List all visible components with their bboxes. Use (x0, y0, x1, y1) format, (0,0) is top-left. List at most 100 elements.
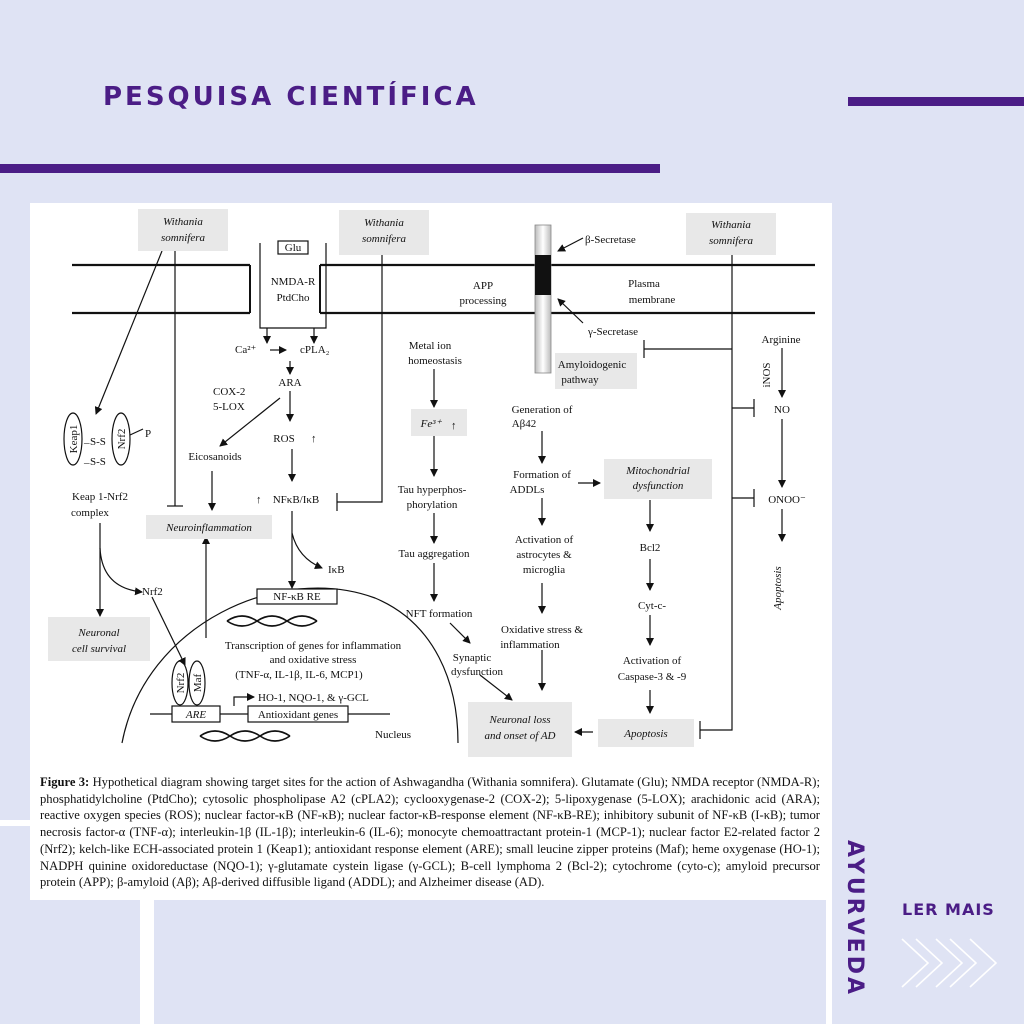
nrf2-nuclear-label: Nrf2 (175, 673, 187, 694)
fe-box (411, 409, 467, 436)
nft-label: NFT formation (406, 608, 473, 620)
ss-bond-label: – (83, 457, 90, 469)
amyloidogenic-label: Amyloidogenic (558, 359, 627, 371)
transcription-label: Transcription of genes for inflammation (225, 640, 402, 652)
maf-label: Maf (192, 674, 204, 693)
mito-box (604, 459, 712, 499)
header-line-left (0, 164, 660, 173)
chevron-triple-right-icon[interactable] (898, 933, 1008, 993)
decor-line (826, 820, 832, 1024)
ptdcho-label: PtdCho (276, 292, 310, 304)
formation-label: ADDLs (510, 484, 545, 496)
app-label: APP (473, 280, 493, 292)
caption-text: Hypothetical diagram showing target site… (40, 775, 820, 890)
withania-box-3 (686, 213, 776, 255)
figure-caption: Figure 3: Hypothetical diagram showing t… (40, 774, 820, 891)
are-label: ARE (185, 709, 206, 721)
plasma-label: Plasma (628, 278, 660, 290)
withania-label: somnifera (362, 233, 407, 245)
fe-label: Fe³⁺ (420, 418, 443, 430)
transcription-label: (TNF-α, IL-1β, IL-6, MCP1) (235, 669, 363, 681)
neuronal-loss-box (468, 702, 572, 757)
app-label: processing (459, 295, 507, 307)
nucleus-label: Nucleus (375, 729, 411, 741)
activation-label: microglia (523, 564, 565, 576)
plasma-label: membrane (629, 294, 676, 306)
page-title: PESQUISA CIENTÍFICA (103, 82, 479, 112)
header-line-right (848, 97, 1024, 106)
withania-label: somnifera (161, 232, 206, 244)
complex-label: complex (71, 507, 109, 519)
tau-aggregation-label: Tau aggregation (398, 548, 470, 560)
withania-label: somnifera (709, 235, 754, 247)
ss-bond-label: S-S (90, 456, 106, 468)
synaptic-label: Synaptic (453, 652, 492, 664)
withania-box-1 (138, 209, 228, 251)
ayurveda-label: AYURVEDA (842, 840, 867, 997)
amyloidogenic-label: pathway (561, 374, 599, 386)
beta-secretase-label: β-Secretase (585, 234, 636, 246)
apoptosis-box (598, 719, 694, 747)
caspase-label: Caspase-3 & -9 (618, 671, 687, 683)
generation-label: Generation of (512, 404, 573, 416)
cpla2-label: cPLA₂ (300, 344, 330, 356)
apoptosis-label: Apoptosis (623, 728, 667, 740)
formation-label: Formation of (513, 469, 571, 481)
tau-label: Tau hyperphos- (398, 484, 467, 496)
pathway-diagram: Withania somnifera Withania somnifera Wi… (48, 209, 815, 757)
neuronal-survival-box (48, 617, 150, 661)
tau-label: phorylation (407, 499, 458, 511)
cox2-label: COX-2 (213, 386, 245, 398)
ikb-label: IκB (328, 564, 345, 576)
amyloidogenic-box (555, 353, 637, 389)
phospho-label: P (145, 428, 151, 440)
neuronal-loss-label: Neuronal loss (488, 714, 550, 726)
ho1-label: HO-1, NQO-1, & γ-GCL (258, 692, 369, 704)
eicosanoids-label: Eicosanoids (188, 451, 241, 463)
neuroinflammation-label: Neuroinflammation (165, 522, 252, 534)
ca-label: Ca²⁺ (235, 344, 257, 356)
neuronal-survival-label: Neuronal (77, 627, 119, 639)
mito-label: Mitochondrial (625, 465, 690, 477)
neuronal-survival-label: cell survival (72, 643, 126, 655)
neuronal-loss-label: and onset of AD (485, 730, 556, 742)
inos-label: iNOS (761, 362, 773, 387)
withania-label: Withania (364, 217, 404, 229)
transcription-label: and oxidative stress (270, 654, 357, 666)
antioxidant-label: Antioxidant genes (258, 709, 338, 721)
nrf2-vertical-label: Nrf2 (116, 429, 128, 450)
bcl2-label: Bcl2 (640, 542, 661, 554)
withania-label: Withania (711, 219, 751, 231)
onoo-label: ONOO⁻ (768, 494, 806, 506)
ros-label: ROS (273, 433, 294, 445)
figure-card: Withania somnifera Withania somnifera Wi… (30, 203, 832, 900)
no-label: NO (774, 404, 790, 416)
generation-label: Aβ42 (512, 418, 537, 430)
activation-label: Activation of (515, 534, 574, 546)
synaptic-label: dysfunction (451, 666, 503, 678)
nfkb-label: NFκB/IκB (273, 494, 320, 506)
nfkb-up-arrow-icon: ↑ (256, 494, 262, 506)
ros-up-arrow-icon: ↑ (311, 433, 317, 445)
decor-line (0, 820, 30, 826)
keap1-label: Keap1 (68, 425, 80, 454)
nmdar-label: NMDA-R (271, 276, 316, 288)
decor-line (140, 899, 154, 1024)
activation-label: astrocytes & (516, 549, 572, 561)
withania-label: Withania (163, 216, 203, 228)
ss-bond-label: – (83, 437, 90, 449)
metal-label: homeostasis (408, 355, 462, 367)
nfkb-re-label: NF-κB RE (273, 591, 321, 603)
nrf2-label: Nrf2 (142, 586, 163, 598)
oxidative-label: Oxidative stress & (501, 624, 583, 636)
metal-label: Metal ion (409, 340, 452, 352)
ss-bond-label: S-S (90, 436, 106, 448)
gamma-secretase-label: γ-Secretase (587, 326, 638, 338)
read-more-link[interactable]: LER MAIS (902, 900, 995, 919)
cytc-label: Cyt-c- (638, 600, 666, 612)
withania-box-2 (339, 210, 429, 255)
apoptosis-vertical-label: Apoptosis (772, 566, 784, 610)
fe-up-arrow-icon: ↑ (451, 420, 457, 432)
caption-label: Figure 3: (40, 775, 90, 789)
arginine-label: Arginine (762, 334, 801, 346)
